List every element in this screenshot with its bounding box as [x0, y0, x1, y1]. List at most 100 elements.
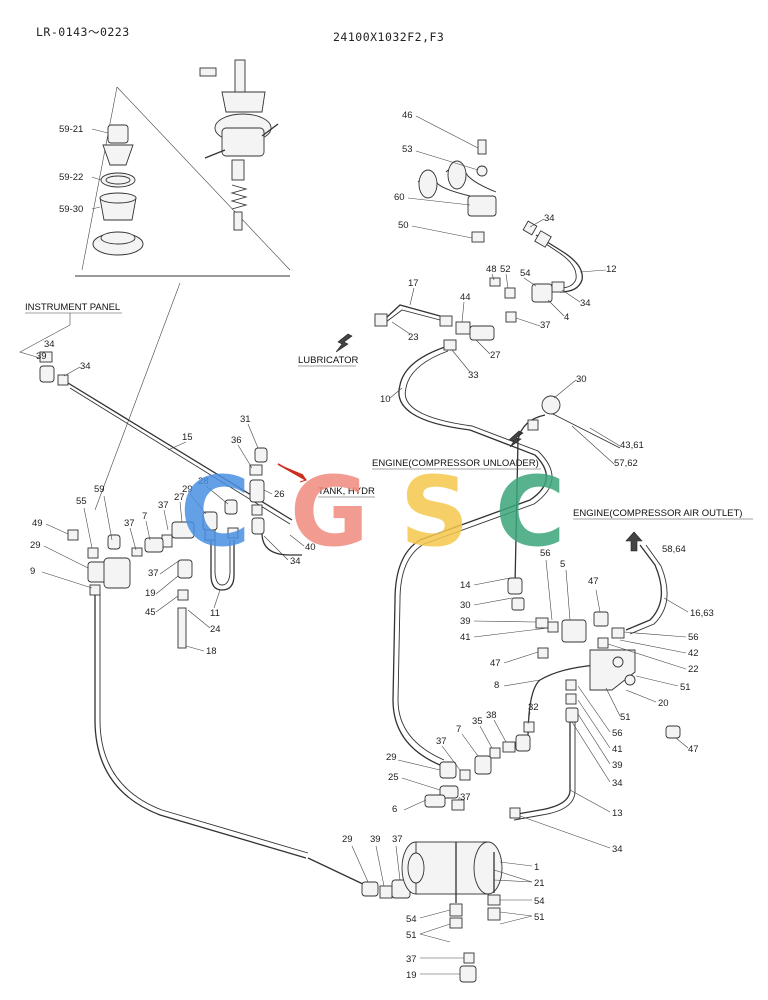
- piping: [67, 234, 668, 886]
- fittings: [39, 220, 681, 983]
- svg-text:18: 18: [206, 646, 217, 657]
- svg-text:39: 39: [612, 760, 623, 771]
- svg-text:7: 7: [456, 724, 461, 735]
- svg-text:5: 5: [560, 559, 565, 570]
- svg-text:40: 40: [305, 542, 316, 553]
- svg-text:43,61: 43,61: [620, 440, 644, 451]
- svg-text:50: 50: [398, 220, 409, 231]
- svg-text:9: 9: [30, 566, 35, 577]
- svg-text:54: 54: [520, 268, 531, 279]
- watermark-letter-s: S: [400, 456, 469, 568]
- svg-text:37: 37: [540, 320, 551, 331]
- callout-59-22: 59-22: [59, 172, 83, 183]
- callout-59-21: 59-21: [59, 124, 83, 135]
- svg-text:11: 11: [210, 608, 220, 619]
- svg-text:35: 35: [472, 716, 483, 727]
- svg-text:57,62: 57,62: [614, 458, 638, 469]
- svg-text:37: 37: [406, 954, 417, 965]
- svg-text:29: 29: [386, 752, 397, 763]
- svg-text:51: 51: [406, 930, 417, 941]
- svg-text:52: 52: [500, 264, 511, 275]
- svg-text:47: 47: [688, 744, 699, 755]
- svg-text:58,64: 58,64: [662, 544, 686, 555]
- svg-text:10: 10: [380, 394, 391, 405]
- svg-text:17: 17: [408, 278, 419, 289]
- svg-text:47: 47: [588, 576, 599, 587]
- svg-text:29: 29: [342, 834, 353, 845]
- arrow-outlet-icon: [625, 531, 643, 552]
- svg-text:46: 46: [402, 110, 413, 121]
- svg-text:51: 51: [620, 712, 631, 723]
- svg-text:14: 14: [460, 580, 471, 591]
- svg-text:39: 39: [460, 616, 471, 627]
- svg-text:37: 37: [148, 568, 159, 579]
- svg-text:34: 34: [612, 778, 623, 789]
- watermark-letter-g: G: [290, 456, 369, 568]
- svg-text:59: 59: [94, 484, 105, 495]
- svg-text:60: 60: [394, 192, 405, 203]
- svg-text:48: 48: [486, 264, 497, 275]
- svg-text:19: 19: [145, 588, 156, 599]
- arrow-lubricator-icon: [335, 333, 353, 353]
- watermark-letter-c2: C: [495, 456, 565, 568]
- caption-instrument-panel: INSTRUMENT PANEL: [25, 302, 120, 313]
- svg-text:56: 56: [540, 548, 551, 559]
- detail-inset: [75, 59, 291, 511]
- svg-text:34: 34: [544, 213, 555, 224]
- svg-text:51: 51: [680, 682, 691, 693]
- svg-text:54: 54: [534, 896, 545, 907]
- svg-text:4: 4: [564, 312, 569, 323]
- svg-text:26: 26: [274, 489, 285, 500]
- caption-engine-unloader: ENGINE(COMPRESSOR UNLOADER): [372, 458, 539, 469]
- part-code-header: 24100X1032F2,F3: [333, 30, 444, 44]
- caption-tank-hydr: TANK, HYDR: [318, 486, 375, 497]
- svg-text:24: 24: [210, 624, 221, 635]
- svg-text:19: 19: [406, 970, 417, 981]
- svg-text:36: 36: [231, 435, 242, 446]
- svg-text:45: 45: [145, 607, 156, 618]
- svg-text:16,63: 16,63: [690, 608, 714, 619]
- svg-text:49: 49: [32, 518, 43, 529]
- svg-text:30: 30: [460, 600, 471, 611]
- svg-text:56: 56: [612, 728, 623, 739]
- svg-text:6: 6: [392, 804, 397, 815]
- svg-text:1: 1: [534, 862, 539, 873]
- svg-text:37: 37: [460, 792, 471, 803]
- svg-text:29: 29: [182, 484, 193, 495]
- serial-range-header: LR-0143～0223: [36, 25, 130, 39]
- svg-text:55: 55: [76, 496, 87, 507]
- svg-text:27: 27: [174, 492, 185, 503]
- caption-lubricator: LUBRICATOR: [298, 355, 358, 366]
- svg-text:15: 15: [182, 432, 193, 443]
- svg-text:34: 34: [290, 556, 301, 567]
- svg-text:39: 39: [370, 834, 381, 845]
- svg-text:34: 34: [44, 339, 55, 350]
- svg-text:34: 34: [612, 844, 623, 855]
- svg-text:20: 20: [658, 698, 669, 709]
- air-tank: [401, 841, 503, 903]
- svg-text:41: 41: [612, 744, 623, 755]
- svg-text:42: 42: [688, 648, 699, 659]
- svg-text:13: 13: [612, 808, 623, 819]
- svg-text:37: 37: [436, 736, 447, 747]
- callout-labels: 46 53 60 50 34 12 48 52 54 34 4 17 44 23…: [30, 110, 714, 981]
- watermark: C G S C: [180, 456, 565, 568]
- svg-text:33: 33: [468, 370, 479, 381]
- svg-text:34: 34: [80, 361, 91, 372]
- svg-text:22: 22: [688, 664, 699, 675]
- svg-text:27: 27: [490, 350, 501, 361]
- svg-text:8: 8: [494, 680, 499, 691]
- svg-text:37: 37: [158, 500, 169, 511]
- svg-text:38: 38: [486, 710, 497, 721]
- svg-text:12: 12: [606, 264, 617, 275]
- svg-text:28: 28: [198, 476, 209, 487]
- callout-59-30: 59-30: [59, 204, 83, 215]
- svg-text:25: 25: [388, 772, 399, 783]
- svg-text:37: 37: [392, 834, 403, 845]
- svg-text:30: 30: [576, 374, 587, 385]
- svg-text:34: 34: [580, 298, 591, 309]
- svg-text:32: 32: [528, 702, 539, 713]
- svg-text:41: 41: [460, 632, 471, 643]
- svg-text:7: 7: [142, 511, 147, 522]
